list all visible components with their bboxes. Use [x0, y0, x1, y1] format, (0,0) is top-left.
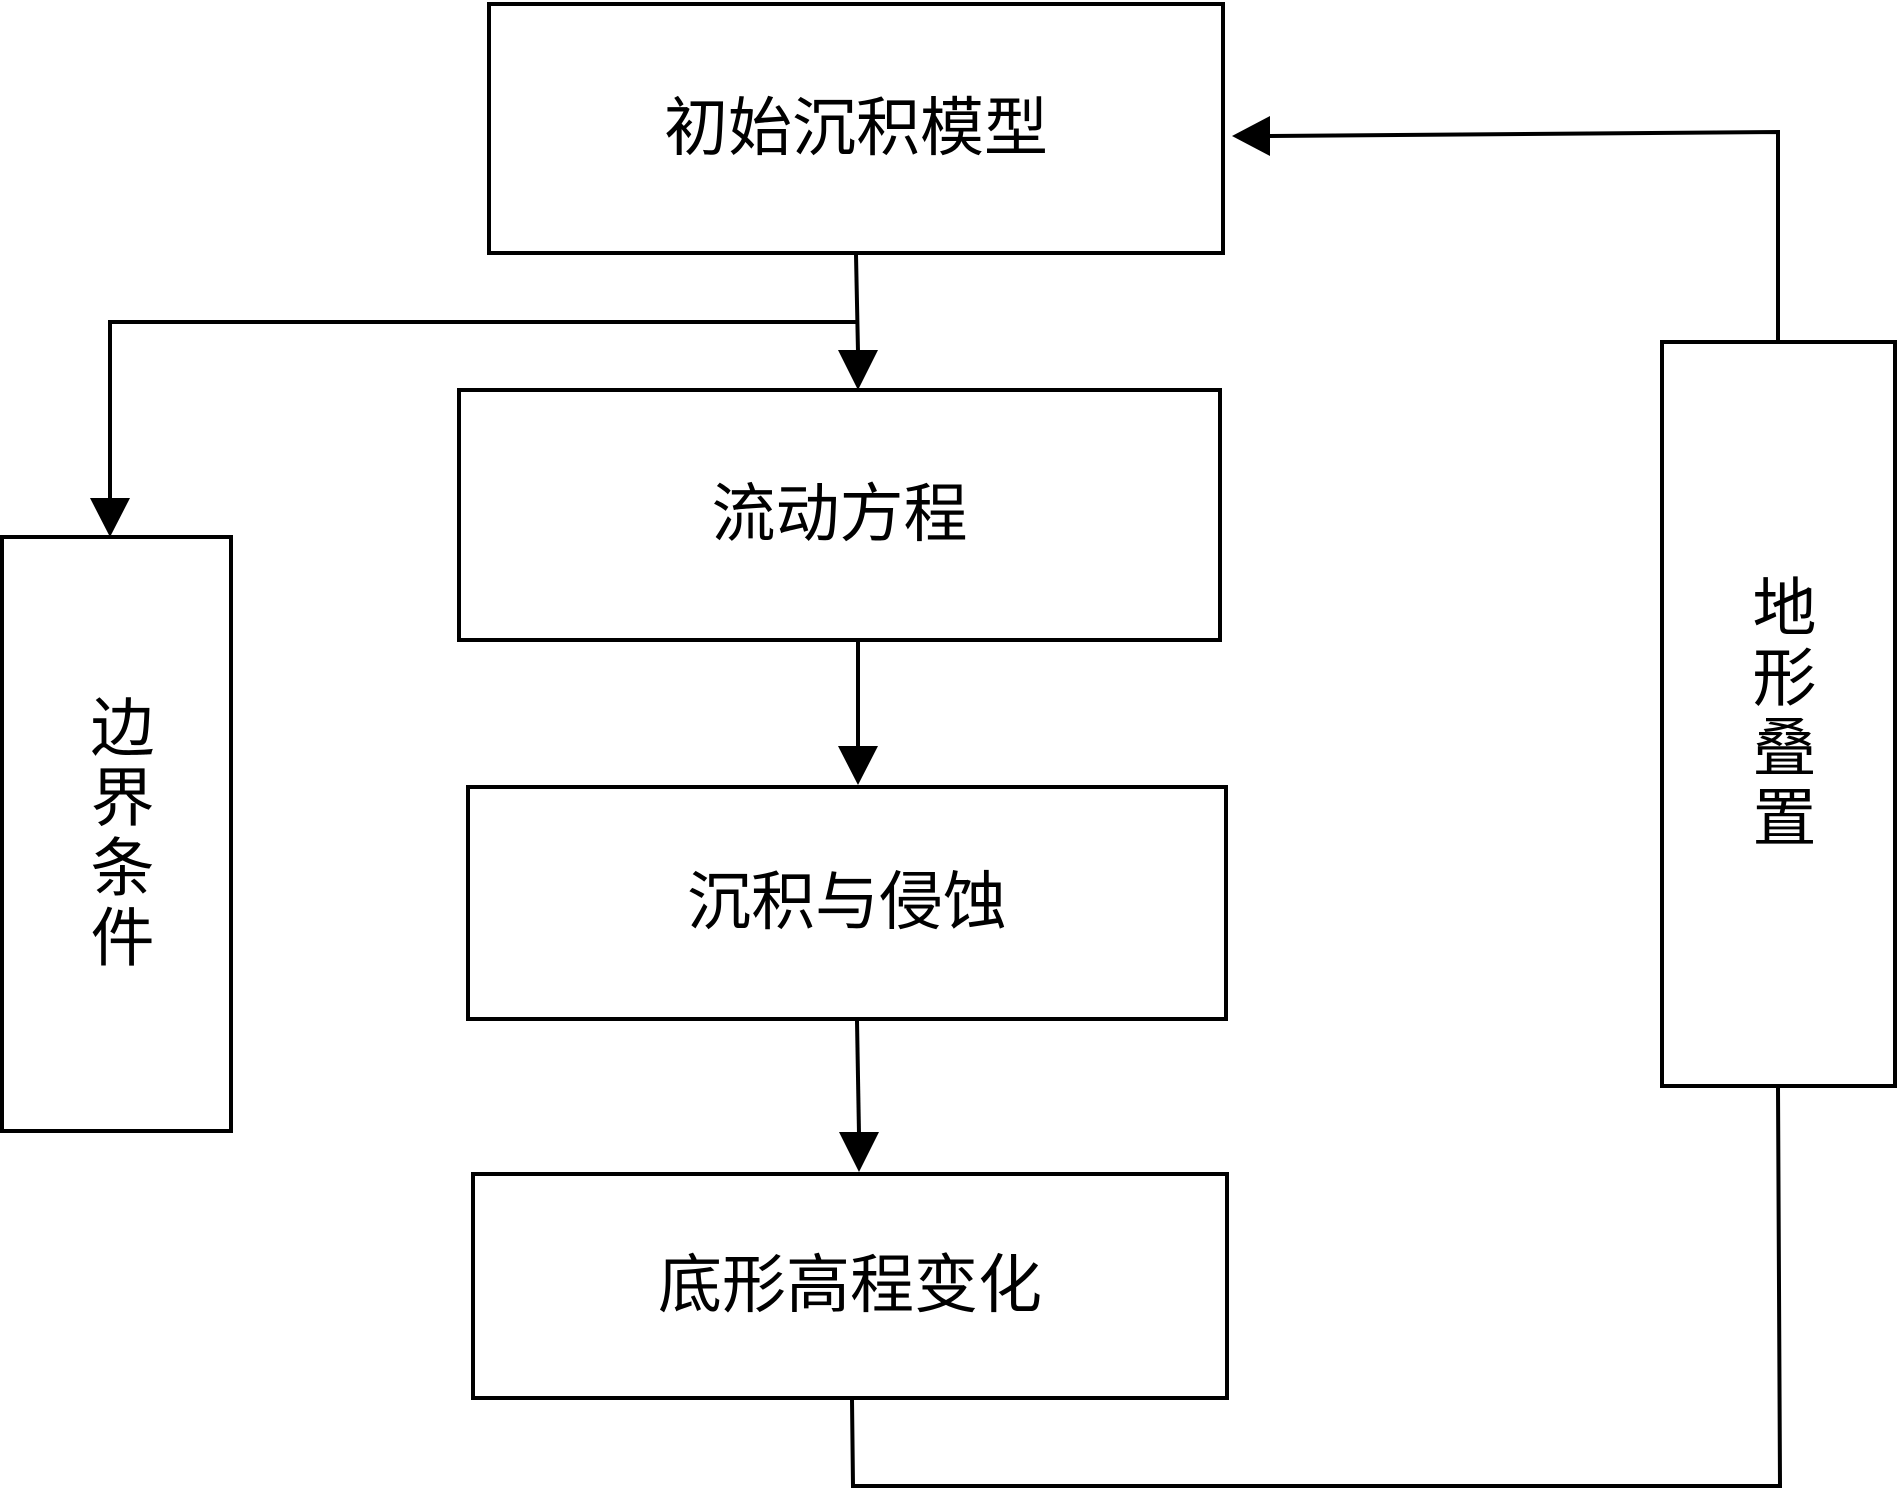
arrowhead-initial	[1232, 116, 1270, 156]
arrowhead-flow	[838, 350, 878, 390]
edge-depo-to-bed	[855, 1020, 861, 1135]
node-label: 底形高程变化	[658, 1249, 1042, 1323]
node-terrain-superposition: 地形叠置	[1660, 340, 1897, 1088]
node-label: 边界条件	[79, 694, 154, 974]
node-label: 地形叠置	[1741, 574, 1816, 854]
arrowhead-boundary	[90, 498, 130, 537]
node-label: 流动方程	[711, 478, 968, 552]
node-label: 沉积与侵蚀	[687, 866, 1007, 940]
edge-bed-to-terrain	[850, 1087, 1783, 1488]
node-label: 初始沉积模型	[664, 91, 1048, 166]
edge-initial-to-flow	[854, 254, 860, 353]
node-flow-equation: 流动方程	[457, 388, 1222, 642]
node-boundary-conditions: 边界条件	[0, 535, 233, 1133]
node-deposition-erosion: 沉积与侵蚀	[466, 785, 1228, 1021]
arrowhead-bed	[839, 1132, 879, 1172]
edge-terrain-to-initial	[1267, 129, 1780, 340]
arrowhead-depo	[838, 746, 878, 785]
node-initial-model: 初始沉积模型	[487, 2, 1225, 255]
node-bed-elevation-change: 底形高程变化	[471, 1172, 1229, 1400]
edge-initial-to-boundary	[108, 320, 857, 500]
